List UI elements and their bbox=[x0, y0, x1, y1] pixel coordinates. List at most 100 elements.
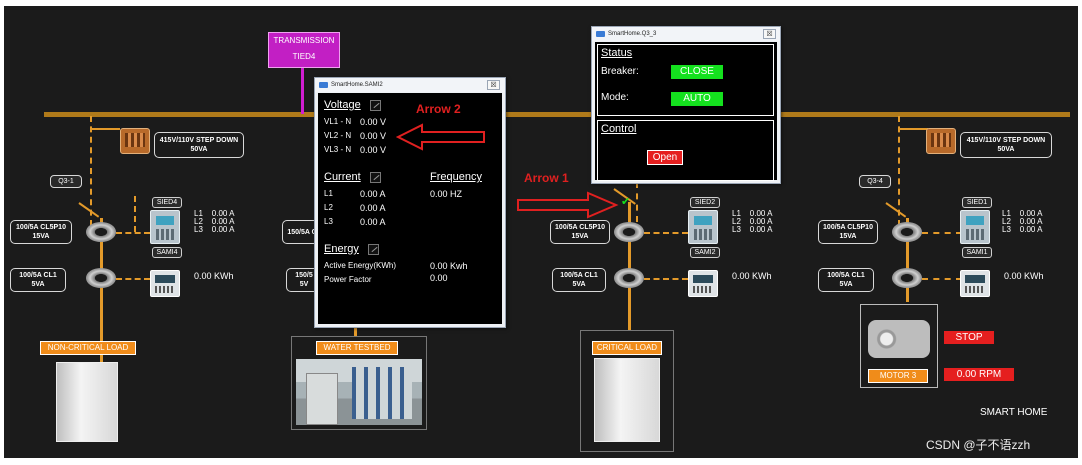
current-edit-icon[interactable] bbox=[370, 172, 381, 183]
voltage-edit-icon[interactable] bbox=[370, 100, 381, 111]
sami-popup-close-button[interactable]: ☒ bbox=[487, 80, 500, 90]
ct1-label-f1: 100/5A CL5P10 15VA bbox=[10, 220, 72, 244]
energy-header: Energy bbox=[324, 243, 359, 255]
vl1-label: VL1 - N bbox=[324, 117, 352, 126]
energy-f1: 0.00 KWh bbox=[194, 271, 234, 281]
f4-ct-link bbox=[922, 232, 962, 234]
arrow1-label: Arrow 1 bbox=[524, 171, 569, 185]
water-testbed-label: WATER TESTBED bbox=[316, 341, 398, 355]
control-group bbox=[597, 120, 774, 181]
sied-tag-f1: SIED4 bbox=[152, 197, 182, 208]
sami-popup-window[interactable]: SmartHome.SAMI2 ☒ Voltage VL1 - N 0.00 V… bbox=[314, 77, 506, 328]
f3-ct-link bbox=[644, 232, 688, 234]
sied-relay-f3[interactable] bbox=[688, 210, 718, 244]
motor-state-badge: STOP bbox=[944, 331, 994, 344]
water-testbed-image bbox=[296, 359, 422, 425]
feeder4-trafo-wire bbox=[898, 128, 928, 130]
energy-f3: 0.00 KWh bbox=[732, 271, 772, 281]
currents-f4: L1 0.00 A L2 0.00 A L3 0.00 A bbox=[1002, 209, 1043, 234]
smart-home-label: SMART HOME bbox=[980, 407, 1048, 418]
transformer-left bbox=[120, 128, 150, 154]
breaker-popup-window[interactable]: SmartHome.Q3_3 ☒ Status Breaker: CLOSE M… bbox=[591, 26, 781, 184]
sied-relay-f4[interactable] bbox=[960, 210, 990, 244]
f3-meter-link bbox=[644, 278, 688, 280]
breaker-popup-titlebar[interactable]: SmartHome.Q3_3 bbox=[592, 27, 780, 41]
f1-relay-link bbox=[134, 196, 136, 232]
breaker-popup-title: SmartHome.Q3_3 bbox=[608, 31, 657, 37]
arrow1-icon bbox=[517, 191, 619, 219]
transmission-wire bbox=[301, 64, 304, 114]
feeder1-wire bbox=[100, 218, 103, 418]
breaker-label: Breaker: bbox=[601, 66, 639, 77]
ct2-label-f4: 100/5A CL1 5VA bbox=[818, 268, 874, 292]
non-critical-load-image bbox=[56, 362, 118, 442]
sied-tag-f4: SIED1 bbox=[962, 197, 992, 208]
breaker-switch-right[interactable] bbox=[885, 202, 907, 218]
critical-load-label: CRITICAL LOAD bbox=[592, 341, 662, 355]
current-header: Current bbox=[324, 171, 361, 183]
ct1-label-f4: 100/5A CL5P10 15VA bbox=[818, 220, 878, 244]
feeder3-dash bbox=[636, 182, 638, 222]
scada-canvas: TRANSMISSION TIED4 415V/110V STEP DOWN 5… bbox=[4, 6, 1078, 458]
breaker-closed-indicator-icon: ✔ bbox=[621, 196, 631, 208]
transformer-right bbox=[926, 128, 956, 154]
non-critical-load-label: NON-CRITICAL LOAD bbox=[40, 341, 136, 355]
f4-meter-link bbox=[922, 278, 962, 280]
active-energy-value: 0.00 Kwh bbox=[430, 261, 468, 271]
window-app-icon bbox=[319, 82, 328, 88]
feeder4-wire bbox=[906, 218, 909, 302]
l2-value: 0.00 A bbox=[360, 203, 386, 213]
vl3-value: 0.00 V bbox=[360, 145, 387, 155]
main-busbar bbox=[44, 112, 1070, 117]
window-app-icon bbox=[596, 31, 605, 37]
sami-popup-titlebar[interactable]: SmartHome.SAMI2 bbox=[315, 78, 505, 92]
feeder4-dash bbox=[898, 116, 900, 226]
status-header: Status bbox=[601, 47, 633, 59]
transformer-right-label: 415V/110V STEP DOWN 50VA bbox=[960, 132, 1052, 158]
f1-ct-link bbox=[116, 232, 150, 234]
active-energy-label: Active Energy(KWh) bbox=[324, 261, 397, 270]
l1-label: L1 bbox=[324, 189, 333, 198]
energy-f4: 0.00 KWh bbox=[1004, 271, 1044, 281]
sami-popup-title: SmartHome.SAMI2 bbox=[331, 82, 383, 88]
currents-f1: L1 0.00 A L2 0.00 A L3 0.00 A bbox=[194, 209, 235, 234]
arrow2-icon bbox=[396, 123, 485, 151]
ct2-label-f3: 100/5A CL1 5VA bbox=[552, 268, 606, 292]
breaker-tag-q3-1[interactable]: Q3-1 bbox=[50, 175, 82, 188]
ct-metering-f4 bbox=[892, 268, 922, 288]
sami-tag-f1: SAMI4 bbox=[152, 247, 182, 258]
ct-protection-f1 bbox=[86, 222, 116, 242]
voltage-header: Voltage bbox=[324, 99, 361, 111]
motor-speed-badge: 0.00 RPM bbox=[944, 368, 1014, 381]
open-breaker-button[interactable]: Open bbox=[647, 150, 683, 165]
sami-meter-f4[interactable] bbox=[960, 270, 990, 297]
watermark: CSDN @子不语zzh bbox=[926, 438, 1031, 452]
breaker-popup-body: Status Breaker: CLOSE Mode: AUTO Control… bbox=[595, 42, 777, 181]
energy-edit-icon[interactable] bbox=[368, 244, 379, 255]
sied-tag-f3: SIED2 bbox=[690, 197, 720, 208]
motor-image bbox=[868, 320, 930, 358]
vl3-label: VL3 - N bbox=[324, 145, 352, 154]
motor-label[interactable]: MOTOR 3 bbox=[868, 369, 928, 383]
ct-metering-f3 bbox=[614, 268, 644, 288]
l2-label: L2 bbox=[324, 203, 333, 212]
control-header: Control bbox=[601, 123, 637, 135]
frequency-header: Frequency bbox=[430, 171, 482, 183]
sami-tag-f3: SAMI2 bbox=[690, 247, 720, 258]
breaker-tag-q3-4[interactable]: Q3-4 bbox=[859, 175, 891, 188]
ct-metering-f1 bbox=[86, 268, 116, 288]
ct-protection-f4 bbox=[892, 222, 922, 242]
sami-meter-f3[interactable] bbox=[688, 270, 718, 297]
mode-state-badge: AUTO bbox=[671, 92, 723, 106]
breaker-switch-left[interactable] bbox=[78, 202, 100, 218]
l3-value: 0.00 A bbox=[360, 217, 386, 227]
sied-relay-f1[interactable] bbox=[150, 210, 180, 244]
transmission-block[interactable]: TRANSMISSION TIED4 bbox=[268, 32, 340, 68]
transmission-label-1: TRANSMISSION bbox=[273, 36, 335, 45]
breaker-popup-close-button[interactable]: ☒ bbox=[763, 29, 776, 39]
status-group bbox=[597, 44, 774, 116]
frequency-value: 0.00 HZ bbox=[430, 189, 463, 199]
power-factor-label: Power Factor bbox=[324, 275, 372, 284]
sami-meter-f1[interactable] bbox=[150, 270, 180, 297]
power-factor-value: 0.00 bbox=[430, 273, 448, 283]
